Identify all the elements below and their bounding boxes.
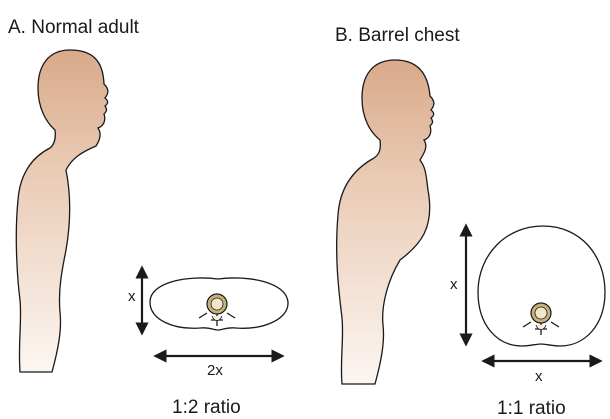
panel-barrel-chest: B. Barrel chest x x 1:1 ratio bbox=[335, 25, 605, 419]
silhouette-normal-adult bbox=[16, 50, 108, 372]
horizontal-label-a: 2x bbox=[207, 362, 223, 379]
vertebra-icon bbox=[199, 294, 235, 326]
vertical-label-b: x bbox=[450, 276, 458, 293]
panel-a-title: A. Normal adult bbox=[8, 17, 140, 38]
panel-b-title: B. Barrel chest bbox=[335, 25, 460, 46]
panel-normal-adult: A. Normal adult x 2x 1:2 ratio bbox=[8, 17, 288, 418]
ratio-label-a: 1:2 ratio bbox=[172, 397, 241, 418]
silhouette-barrel-chest bbox=[337, 60, 434, 384]
ratio-label-b: 1:1 ratio bbox=[497, 398, 566, 419]
horizontal-label-b: x bbox=[535, 368, 543, 385]
vertebra-icon bbox=[523, 303, 559, 335]
vertical-label-a: x bbox=[128, 288, 136, 305]
